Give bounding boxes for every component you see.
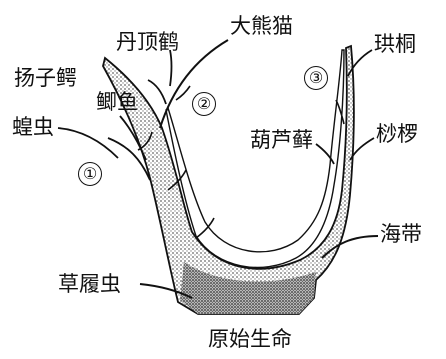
- label-tree-fern: 桫椤: [376, 122, 418, 146]
- marker-1: ①: [78, 162, 102, 186]
- label-red-crowned-crane: 丹顶鹤: [116, 30, 179, 54]
- marker-2: ②: [192, 92, 216, 116]
- label-dove-tree: 珙桐: [374, 32, 416, 56]
- label-giant-panda: 大熊猫: [230, 14, 293, 38]
- branch-to-alligator: [148, 80, 166, 104]
- root-label: 原始生命: [208, 327, 292, 351]
- branch-to-locust: [58, 128, 118, 158]
- label-locust: 蝗虫: [12, 115, 54, 139]
- label-crucian-carp: 鲫鱼: [96, 90, 138, 114]
- label-paramecium: 草履虫: [58, 272, 121, 296]
- label-moss: 葫芦藓: [250, 128, 313, 152]
- label-chinese-alligator: 扬子鳄: [14, 66, 77, 90]
- marker-3: ③: [304, 66, 328, 90]
- branch-to-crane: [170, 50, 172, 86]
- label-kelp: 海带: [380, 222, 422, 246]
